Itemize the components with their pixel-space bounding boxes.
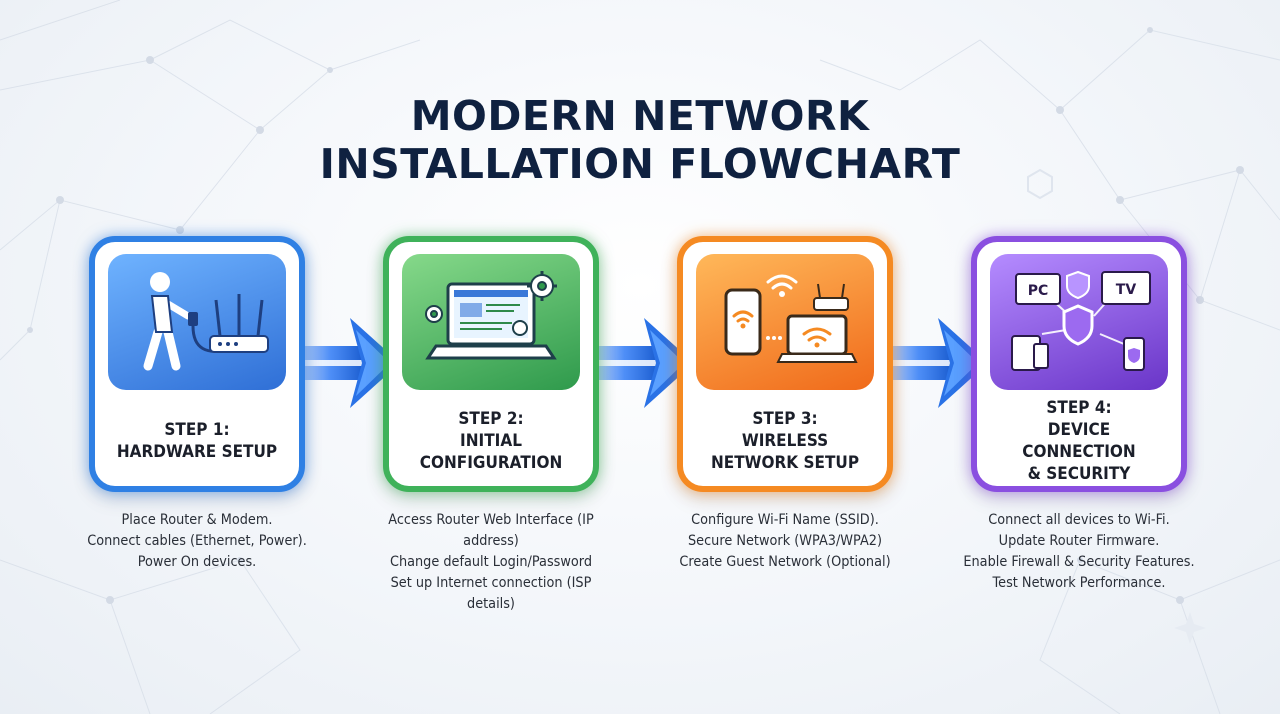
- step-3-illustration: [696, 254, 874, 390]
- step-2-title-line-1: INITIAL: [460, 431, 522, 451]
- step-2-title-line-2: CONFIGURATION: [419, 453, 563, 473]
- step-2-detail: address): [463, 533, 519, 549]
- title-line-1: MODERN NETWORK: [410, 92, 870, 140]
- step-4-card: PC TV STEP 4: DEVICE CONNECTION & SECURI…: [971, 236, 1187, 492]
- title-line-2: INSTALLATION FLOWCHART: [319, 140, 961, 188]
- step-1-heading: STEP 1: HARDWARE SETUP: [109, 398, 285, 484]
- step-2-card: STEP 2: INITIAL CONFIGURATION: [383, 236, 599, 492]
- tv-label: TV: [1116, 282, 1137, 298]
- step-4-detail: Enable Firewall & Security Features.: [963, 554, 1195, 570]
- step-3-description: Configure Wi-Fi Name (SSID). Secure Netw…: [655, 510, 915, 573]
- step-1-illustration: [108, 254, 286, 390]
- step-1-card: STEP 1: HARDWARE SETUP: [89, 236, 305, 492]
- step-2-number: STEP 2:: [458, 409, 524, 429]
- step-2-detail: Access Router Web Interface (IP: [388, 512, 594, 528]
- person-router-icon: [143, 272, 269, 371]
- pc-label: PC: [1028, 283, 1049, 299]
- step-4-detail: Test Network Performance.: [992, 575, 1166, 591]
- devices-shield-icon: PC TV: [1011, 270, 1151, 371]
- step-2-illustration: [402, 254, 580, 390]
- step-4-title-line-2: & SECURITY: [1027, 464, 1131, 484]
- step-3-title-line-1: WIRELESS: [741, 431, 829, 451]
- step-1-detail: Power On devices.: [137, 554, 257, 570]
- wireless-devices-icon: [724, 274, 858, 363]
- step-1-detail: Connect cables (Ethernet, Power).: [87, 533, 307, 549]
- step-4-illustration: PC TV: [990, 254, 1168, 390]
- laptop-settings-icon: [425, 271, 557, 360]
- step-3-detail: Create Guest Network (Optional): [679, 554, 891, 570]
- step-3-detail: Configure Wi-Fi Name (SSID).: [691, 512, 879, 528]
- step-4-heading: STEP 4: DEVICE CONNECTION & SECURITY: [991, 398, 1167, 484]
- page-title: MODERN NETWORK INSTALLATION FLOWCHART: [290, 92, 990, 188]
- step-4-description: Connect all devices to Wi-Fi. Update Rou…: [949, 510, 1209, 594]
- step-4-detail: Update Router Firmware.: [998, 533, 1160, 549]
- step-4-title-line-1: DEVICE CONNECTION: [1022, 420, 1136, 462]
- step-3-card: STEP 3: WIRELESS NETWORK SETUP: [677, 236, 893, 492]
- step-1-detail: Place Router & Modem.: [121, 512, 273, 528]
- step-3-number: STEP 3:: [752, 409, 818, 429]
- step-2-detail: details): [467, 596, 515, 612]
- step-4-number: STEP 4:: [1046, 398, 1112, 418]
- step-3-title-line-2: NETWORK SETUP: [710, 453, 860, 473]
- step-3-heading: STEP 3: WIRELESS NETWORK SETUP: [697, 398, 873, 484]
- step-2-detail: Change default Login/Password: [389, 554, 593, 570]
- step-4-detail: Connect all devices to Wi-Fi.: [988, 512, 1170, 528]
- step-1-description: Place Router & Modem. Connect cables (Et…: [67, 510, 327, 573]
- step-2-description: Access Router Web Interface (IP address)…: [361, 510, 621, 615]
- step-3-detail: Secure Network (WPA3/WPA2): [687, 533, 883, 549]
- step-2-heading: STEP 2: INITIAL CONFIGURATION: [403, 398, 579, 484]
- step-1-number: STEP 1:: [164, 420, 230, 440]
- step-2-detail: Set up Internet connection (ISP: [390, 575, 592, 591]
- step-1-title-line: HARDWARE SETUP: [116, 442, 278, 462]
